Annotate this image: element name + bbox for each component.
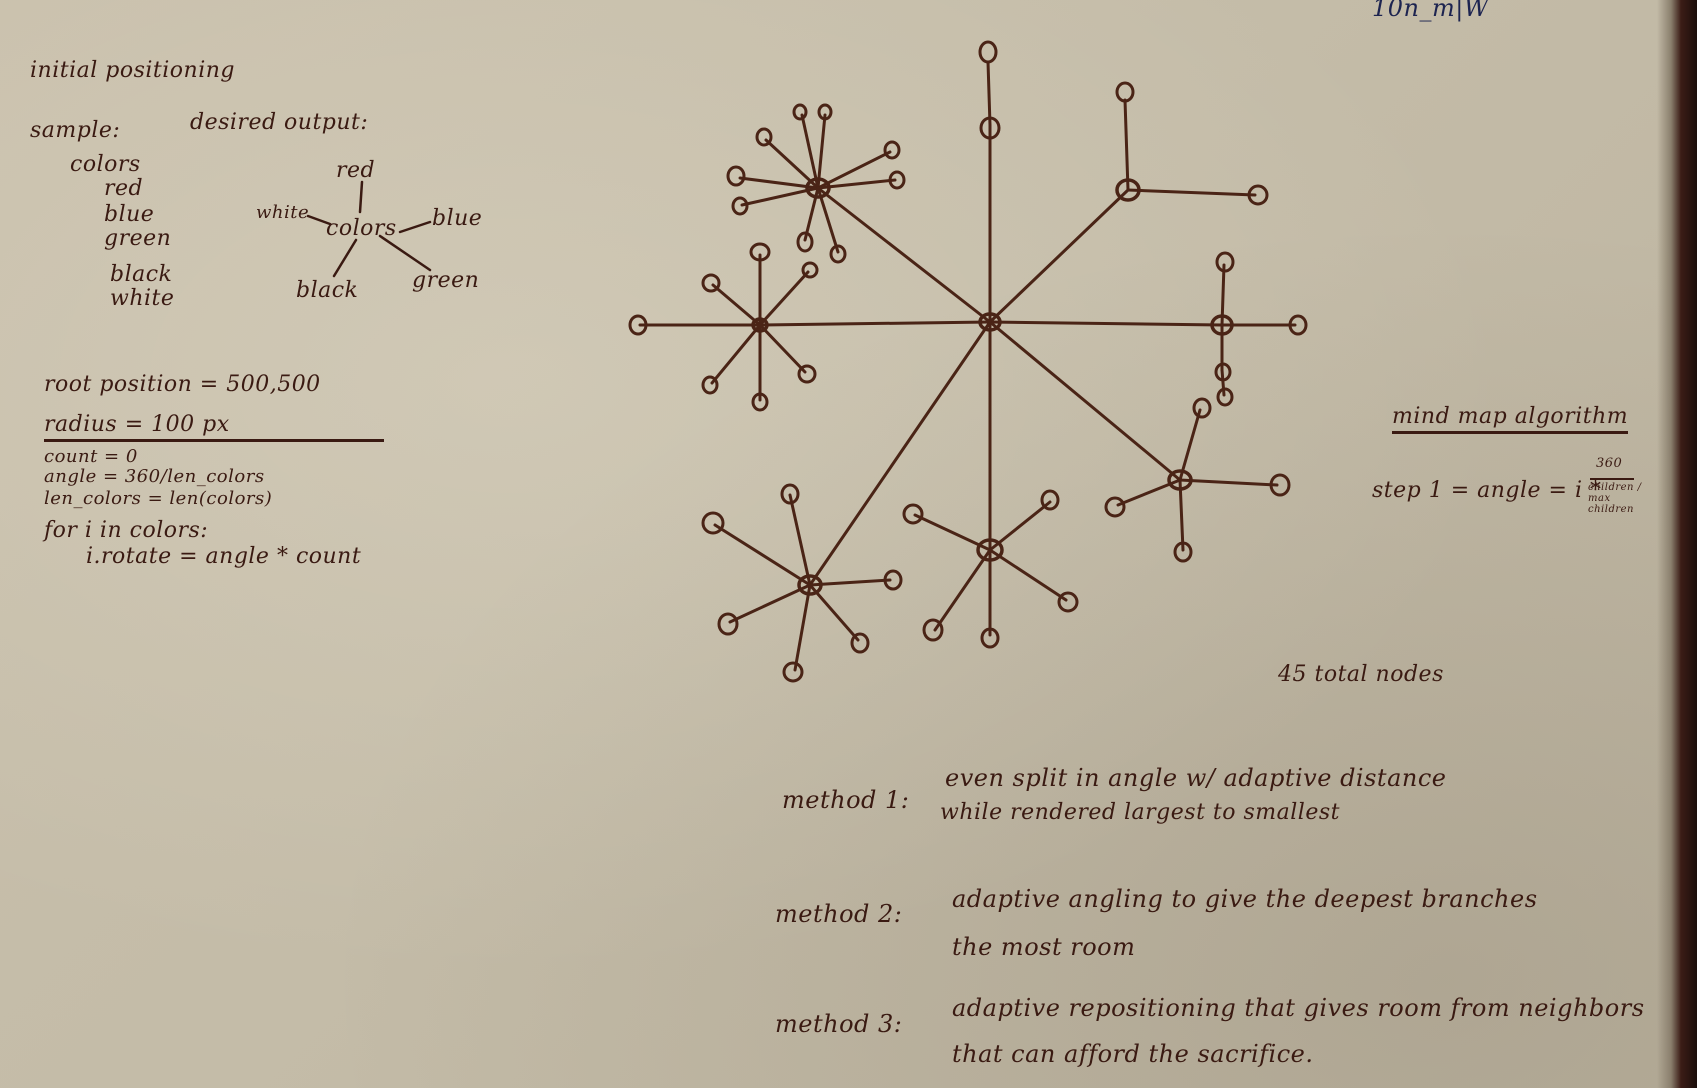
sample-label: sample: xyxy=(30,118,121,143)
sample-item-black: black xyxy=(110,262,173,287)
page-edge-shadow xyxy=(1657,0,1697,1088)
desired-node-red: red xyxy=(336,158,376,183)
method-3-line1: adaptive repositioning that gives room f… xyxy=(952,994,1645,1022)
sample-item-white: white xyxy=(110,286,175,311)
method-1-label: method 1: xyxy=(782,786,910,814)
top-scrawl: 10n_m|W xyxy=(1372,0,1490,22)
total-nodes-note: 45 total nodes xyxy=(1278,662,1444,687)
method-3-label: method 3: xyxy=(775,1010,903,1038)
method-1-line2: while rendered largest to smallest xyxy=(940,800,1340,825)
method-1-line1: even split in angle w/ adaptive distance xyxy=(945,764,1447,792)
desired-output-label: desired output: xyxy=(190,110,369,135)
method-2-line2: the most room xyxy=(952,933,1136,961)
pseudo-line-len: len_colors = len(colors) xyxy=(44,488,273,509)
desired-node-colors: colors xyxy=(326,216,397,241)
pseudo-root-position: root position = 500,500 xyxy=(44,372,321,397)
algorithm-numerator: 360 xyxy=(1596,456,1623,471)
method-3-line2: that can afford the sacrifice. xyxy=(952,1040,1314,1068)
algorithm-denominator: children / max children xyxy=(1588,482,1642,515)
desired-node-white: white xyxy=(256,202,310,223)
pseudo-line-for: for i in colors: xyxy=(44,518,209,543)
algorithm-title: mind map algorithm xyxy=(1392,404,1629,434)
sample-item-green: green xyxy=(104,226,172,251)
desired-node-black: black xyxy=(296,278,359,303)
sample-item-colors: colors xyxy=(70,152,141,177)
fraction-bar xyxy=(1590,478,1634,480)
pseudo-radius: radius = 100 px xyxy=(44,412,384,442)
pseudo-line-count: count = 0 xyxy=(44,446,138,467)
desired-node-blue: blue xyxy=(432,206,483,231)
desired-node-green: green xyxy=(412,268,480,293)
pseudo-line-rotate: i.rotate = angle * count xyxy=(86,544,362,569)
pseudo-line-angle: angle = 360/len_colors xyxy=(44,466,265,487)
method-2-line1: adaptive angling to give the deepest bra… xyxy=(952,885,1538,913)
algorithm-step1: step 1 = angle = i * xyxy=(1372,478,1602,503)
sample-item-blue: blue xyxy=(104,202,155,227)
sample-item-red: red xyxy=(104,176,144,201)
heading-initial-positioning: initial positioning xyxy=(30,58,235,83)
method-2-label: method 2: xyxy=(775,900,903,928)
